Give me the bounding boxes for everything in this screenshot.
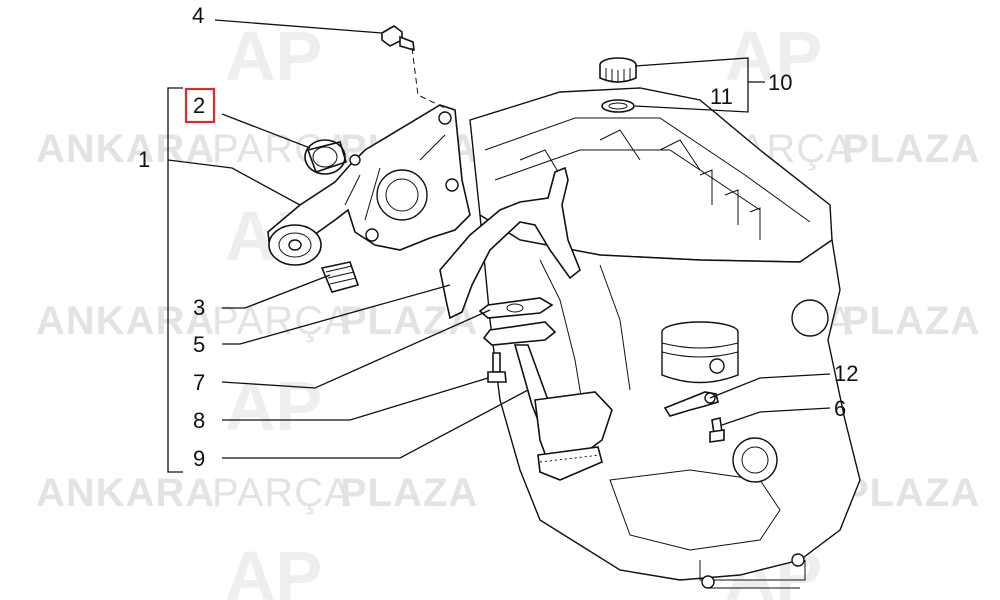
callout-3: 3	[193, 295, 205, 320]
filler-cap-seal	[601, 99, 635, 113]
callout-2: 2	[193, 93, 205, 118]
oil-pickup-tube	[482, 321, 613, 481]
bearing-bore	[732, 437, 778, 483]
callout-4: 4	[192, 3, 204, 28]
watermark-logo-text: AP	[225, 17, 322, 95]
pump-gear	[268, 224, 322, 266]
cylinder-head	[469, 87, 833, 263]
strainer-gasket	[478, 297, 554, 319]
callout-5: 5	[193, 332, 205, 357]
oil-seal	[304, 139, 347, 175]
watermark-word: PLAZA	[842, 299, 980, 343]
pump-seal-seat	[376, 169, 428, 221]
watermark-word: ANKARA	[36, 299, 215, 343]
bolt-4	[381, 25, 446, 109]
block-bore	[791, 299, 829, 337]
callout-11: 11	[710, 84, 733, 109]
bolt-8	[487, 352, 507, 383]
watermark-word: PARÇA	[212, 299, 352, 343]
callout-9: 9	[193, 446, 205, 471]
callout-6: 6	[834, 396, 846, 421]
engine-block	[469, 87, 861, 589]
piston	[661, 321, 739, 384]
oil-pump-housing	[267, 104, 471, 259]
watermark-word: PLAZA	[842, 471, 980, 515]
callout-8: 8	[193, 408, 205, 433]
watermark-logo-text: AP	[725, 17, 822, 95]
callout-10: 10	[768, 70, 792, 95]
watermark-word: PARÇA	[212, 471, 352, 515]
watermark-word: ANKARA	[36, 471, 215, 515]
piston-cooling-jet	[663, 391, 719, 417]
watermark-word: PLAZA	[842, 127, 980, 171]
oil-filler-cap	[599, 57, 637, 83]
callout-12: 12	[834, 361, 858, 386]
watermark-logo-text: AP	[225, 537, 322, 600]
watermark-word: PLAZA	[340, 471, 478, 515]
pump-gasket	[439, 166, 581, 320]
leader-lines	[167, 19, 831, 473]
watermark-word: ANKARA	[36, 127, 215, 171]
callout-7: 7	[193, 370, 205, 395]
oil-pump-assembly	[267, 104, 471, 293]
bolt-6	[709, 417, 725, 443]
relief-spring	[320, 261, 360, 293]
callout-2-highlight	[184, 87, 216, 124]
callout-labels: 4 2 1 3 5 7 8 9 10 11 12 6	[138, 3, 858, 471]
callout-1: 1	[138, 147, 150, 172]
cylinder-block	[479, 213, 861, 581]
watermark-logo-text: AP	[225, 367, 322, 445]
